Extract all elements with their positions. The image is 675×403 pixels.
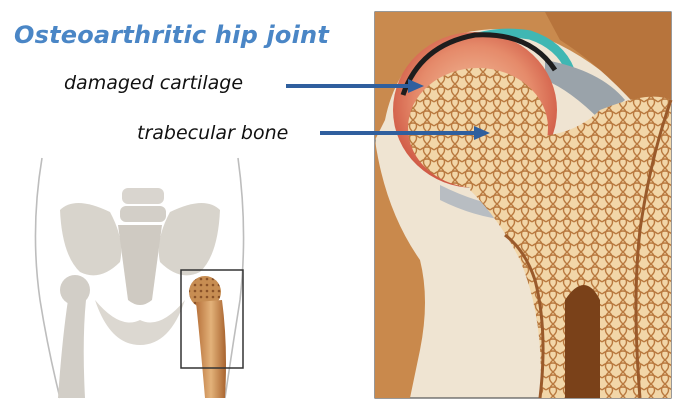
label-damaged-cartilage: damaged cartilage bbox=[64, 72, 243, 94]
zoomed-hip-panel bbox=[375, 12, 671, 398]
figure-title: Osteoarthritic hip joint bbox=[14, 21, 329, 49]
label-trabecular-bone: trabecular bone bbox=[137, 122, 288, 144]
pelvis-overview bbox=[35, 158, 243, 398]
